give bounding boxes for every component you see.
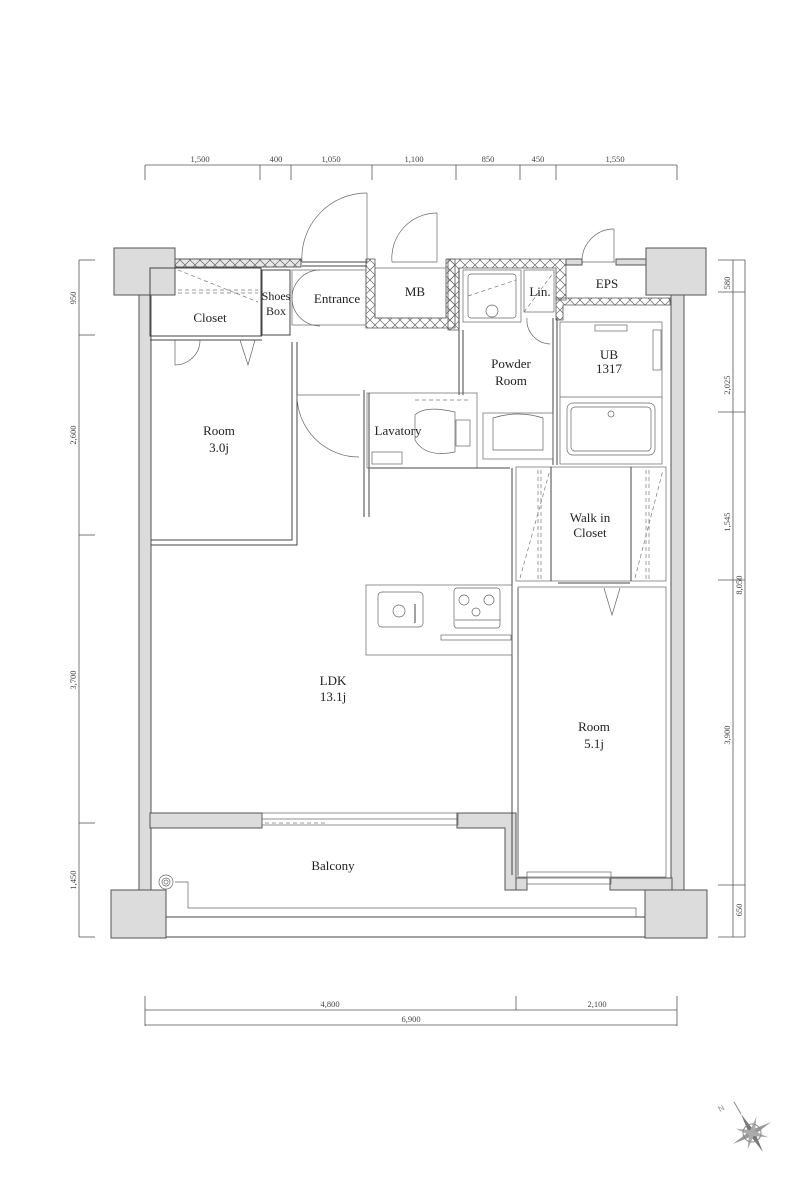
dim-top-5: 850 xyxy=(482,154,495,164)
label-ldk-2: 13.1j xyxy=(320,689,346,704)
label-closet: Closet xyxy=(193,310,227,325)
dim-bottom-2: 2,100 xyxy=(587,999,606,1009)
label-mb: MB xyxy=(405,284,426,299)
label-lavatory: Lavatory xyxy=(375,423,422,438)
label-shoes-box-2: Box xyxy=(266,304,286,318)
dim-left-4: 1,450 xyxy=(68,870,78,889)
label-shoes-box-1: Shoes xyxy=(262,289,291,303)
dim-top-6: 450 xyxy=(532,154,545,164)
dim-top-4: 1,100 xyxy=(404,154,423,164)
dim-top-1: 1,500 xyxy=(190,154,209,164)
dim-right-total: 8,050 xyxy=(734,575,744,594)
dim-bottom-total: 6,900 xyxy=(401,1014,420,1024)
dim-right-4: 3,900 xyxy=(722,725,732,744)
label-powder-room-2: Room xyxy=(495,373,527,388)
label-balcony: Balcony xyxy=(311,858,355,873)
dim-right-2: 2,025 xyxy=(722,375,732,394)
dim-top-7: 1,550 xyxy=(605,154,624,164)
dim-top-3: 1,050 xyxy=(321,154,340,164)
label-ub-2: 1317 xyxy=(596,361,623,376)
dim-left-3: 3,700 xyxy=(68,670,78,689)
label-powder-room-1: Powder xyxy=(491,356,531,371)
interior-walls xyxy=(149,267,667,885)
structure xyxy=(110,247,708,939)
label-room-west-2: 3.0j xyxy=(209,440,229,455)
dim-left-1: 950 xyxy=(68,292,78,305)
left-dimension-line: 950 2,600 3,700 1,450 xyxy=(68,259,95,938)
label-ldk-1: LDK xyxy=(320,673,347,688)
dim-right-3: 1,545 xyxy=(722,512,732,531)
dim-right-5: 650 xyxy=(734,904,744,917)
dim-left-2: 2,600 xyxy=(68,425,78,444)
dim-right-1: 580 xyxy=(722,277,732,290)
label-walk-in-closet-2: Closet xyxy=(573,525,607,540)
compass-north-label: N xyxy=(717,1103,727,1114)
label-ub-1: UB xyxy=(600,347,618,362)
compass-icon: N xyxy=(717,1101,772,1153)
dim-top-2: 400 xyxy=(270,154,283,164)
label-room-east-2: 5.1j xyxy=(584,736,604,751)
room-labels: Closet Shoes Box Entrance MB Lin. EPS Po… xyxy=(193,276,622,873)
label-lin: Lin. xyxy=(529,284,550,299)
dim-bottom-1: 4,800 xyxy=(320,999,339,1009)
label-entrance: Entrance xyxy=(314,291,360,306)
bottom-dimension-line: 4,800 2,100 6,900 xyxy=(144,996,678,1026)
doors xyxy=(301,192,647,267)
hatched-walls xyxy=(174,258,671,331)
label-room-west-1: Room xyxy=(203,423,235,438)
label-eps: EPS xyxy=(596,276,618,291)
top-dimension-line: 1,500 400 1,050 1,100 850 450 1,550 xyxy=(144,154,678,180)
label-walk-in-closet-1: Walk in xyxy=(570,510,611,525)
right-dimension-line: 580 2,025 1,545 3,900 650 8,050 xyxy=(718,259,746,938)
label-room-east-1: Room xyxy=(578,719,610,734)
